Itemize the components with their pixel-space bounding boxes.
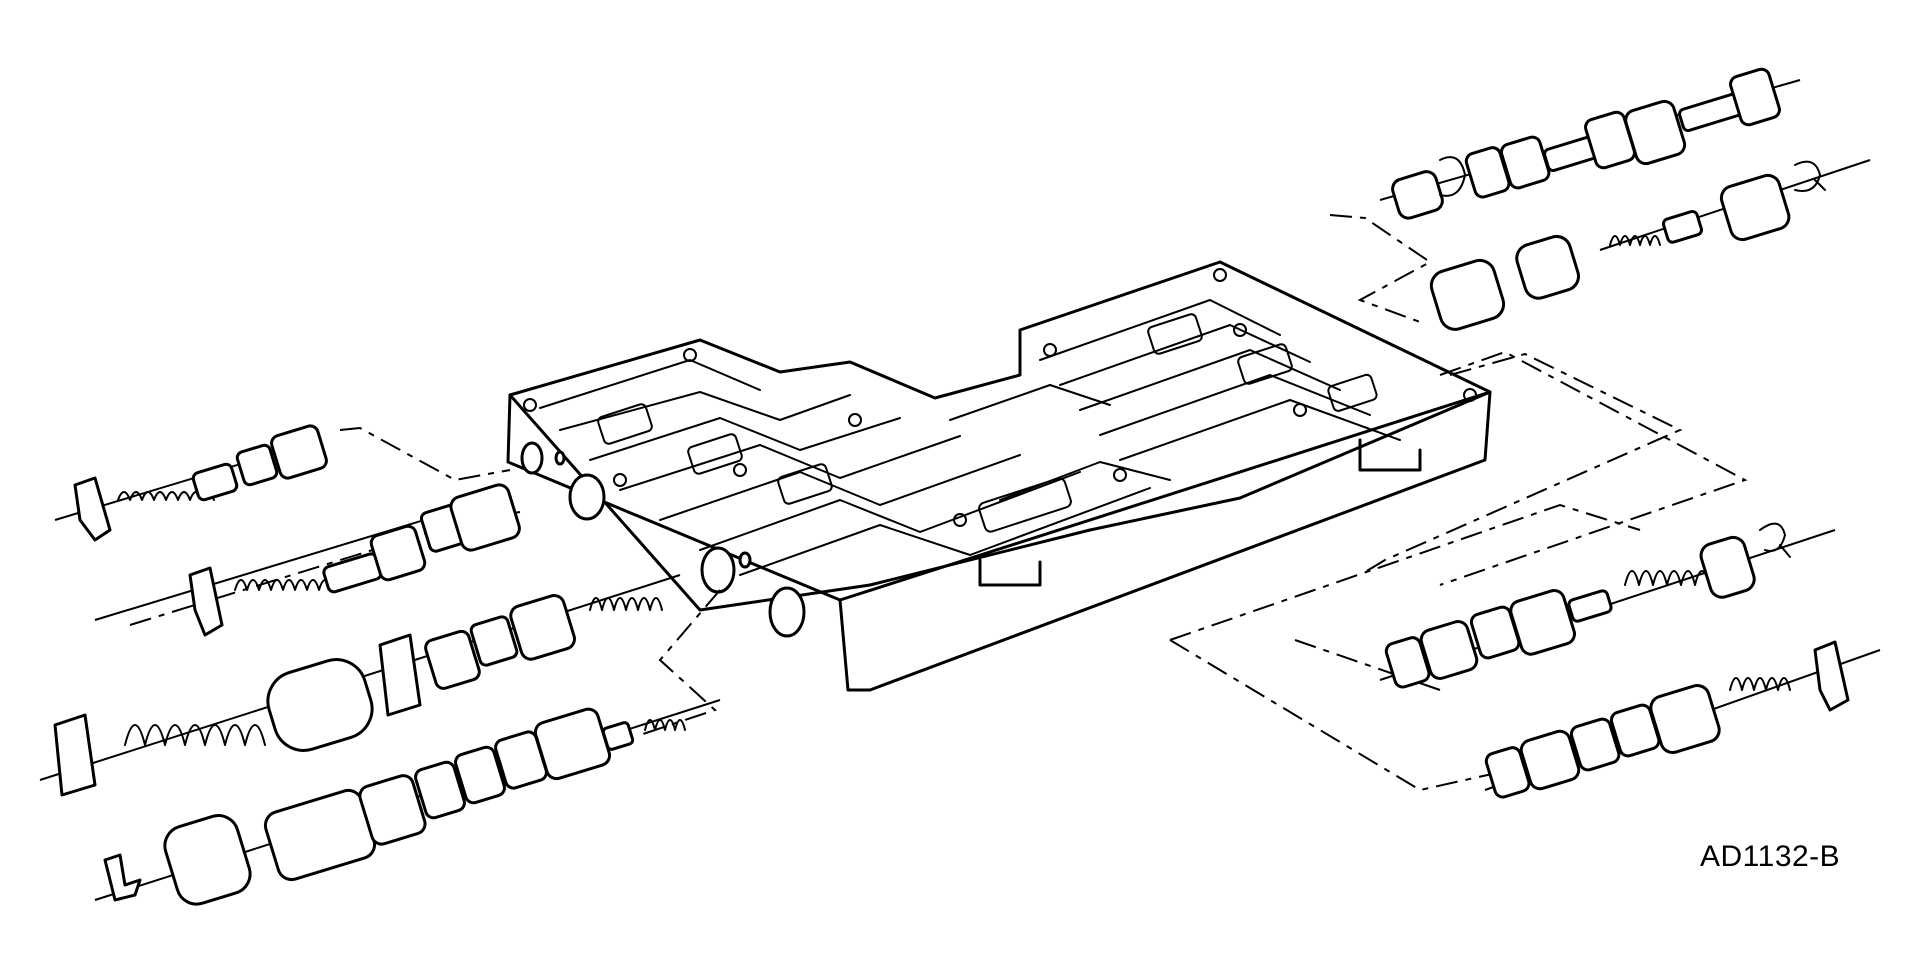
- valve-spool: [424, 629, 481, 690]
- figure-id-label: AD1132-B: [1700, 840, 1841, 873]
- retainer-clip: [1813, 640, 1850, 712]
- valve-spool: [191, 462, 239, 502]
- valve-sleeve: [1429, 258, 1506, 331]
- valve-spool: [509, 593, 576, 661]
- valve-spool: [601, 721, 635, 751]
- valve-spool: [1384, 636, 1431, 689]
- valve-spool: [449, 483, 521, 552]
- retainer-clip: [1439, 156, 1466, 197]
- end-plug: [1699, 535, 1756, 599]
- valve-spool: [270, 424, 328, 480]
- valve-spool: [1484, 746, 1531, 799]
- spring: [1624, 570, 1710, 586]
- spring: [1609, 235, 1661, 246]
- valve-train-left-4: [94, 699, 721, 906]
- valve-train-right-4: [1379, 522, 1836, 689]
- spring: [644, 719, 686, 731]
- end-plug: [163, 814, 252, 906]
- valve-spool: [1419, 620, 1479, 680]
- valve-sleeve: [266, 658, 374, 752]
- valve-train-left-2: [94, 483, 521, 637]
- retainer-clip: [1759, 522, 1791, 558]
- valve-spool: [322, 552, 383, 594]
- retainer-clip: [103, 853, 142, 902]
- valve-train-right-5: [1484, 640, 1881, 799]
- spring: [124, 724, 266, 746]
- valve-spool: [1515, 234, 1580, 300]
- valve-spool: [1519, 729, 1581, 791]
- valve-spool: [1649, 683, 1721, 755]
- spring: [234, 579, 332, 591]
- valve-spool: [414, 760, 466, 820]
- bore-hole: [568, 473, 606, 521]
- valve-spool: [235, 443, 279, 487]
- valve-spool: [358, 774, 427, 846]
- valve-spool: [454, 745, 506, 805]
- valve-spool: [1624, 99, 1687, 166]
- valve-spool: [1661, 210, 1703, 244]
- valve-spool: [1567, 589, 1613, 623]
- bore-hole: [738, 551, 752, 569]
- bore-hole: [520, 441, 544, 475]
- retainer-clip: [73, 476, 112, 542]
- valve-spool: [1719, 173, 1791, 242]
- valve-train-right-3: [1429, 234, 1580, 331]
- spring: [1729, 677, 1791, 691]
- valve-body-channels: [523, 268, 1477, 576]
- valve-train-left-1: [54, 424, 328, 542]
- valve-train-right-1: [1379, 67, 1801, 220]
- retainer-clip: [378, 633, 422, 717]
- spring: [589, 597, 663, 611]
- bore-hole: [700, 546, 736, 594]
- retainer-clip: [1794, 160, 1826, 192]
- valve-spool: [469, 615, 519, 667]
- valve-train-left-3: [39, 574, 681, 797]
- bore-hole: [768, 586, 806, 638]
- valve-spool: [1729, 67, 1781, 127]
- end-plug: [1391, 170, 1444, 220]
- valve-spool: [369, 524, 427, 582]
- retainer-clip: [188, 566, 224, 637]
- valve-spool: [1509, 588, 1576, 656]
- valve-spool: [1569, 717, 1621, 772]
- bore-hole: [554, 450, 566, 466]
- valve-train-right-2: [1599, 159, 1871, 251]
- retainer-clip: [53, 713, 97, 797]
- valve-body-casting: [506, 260, 1492, 692]
